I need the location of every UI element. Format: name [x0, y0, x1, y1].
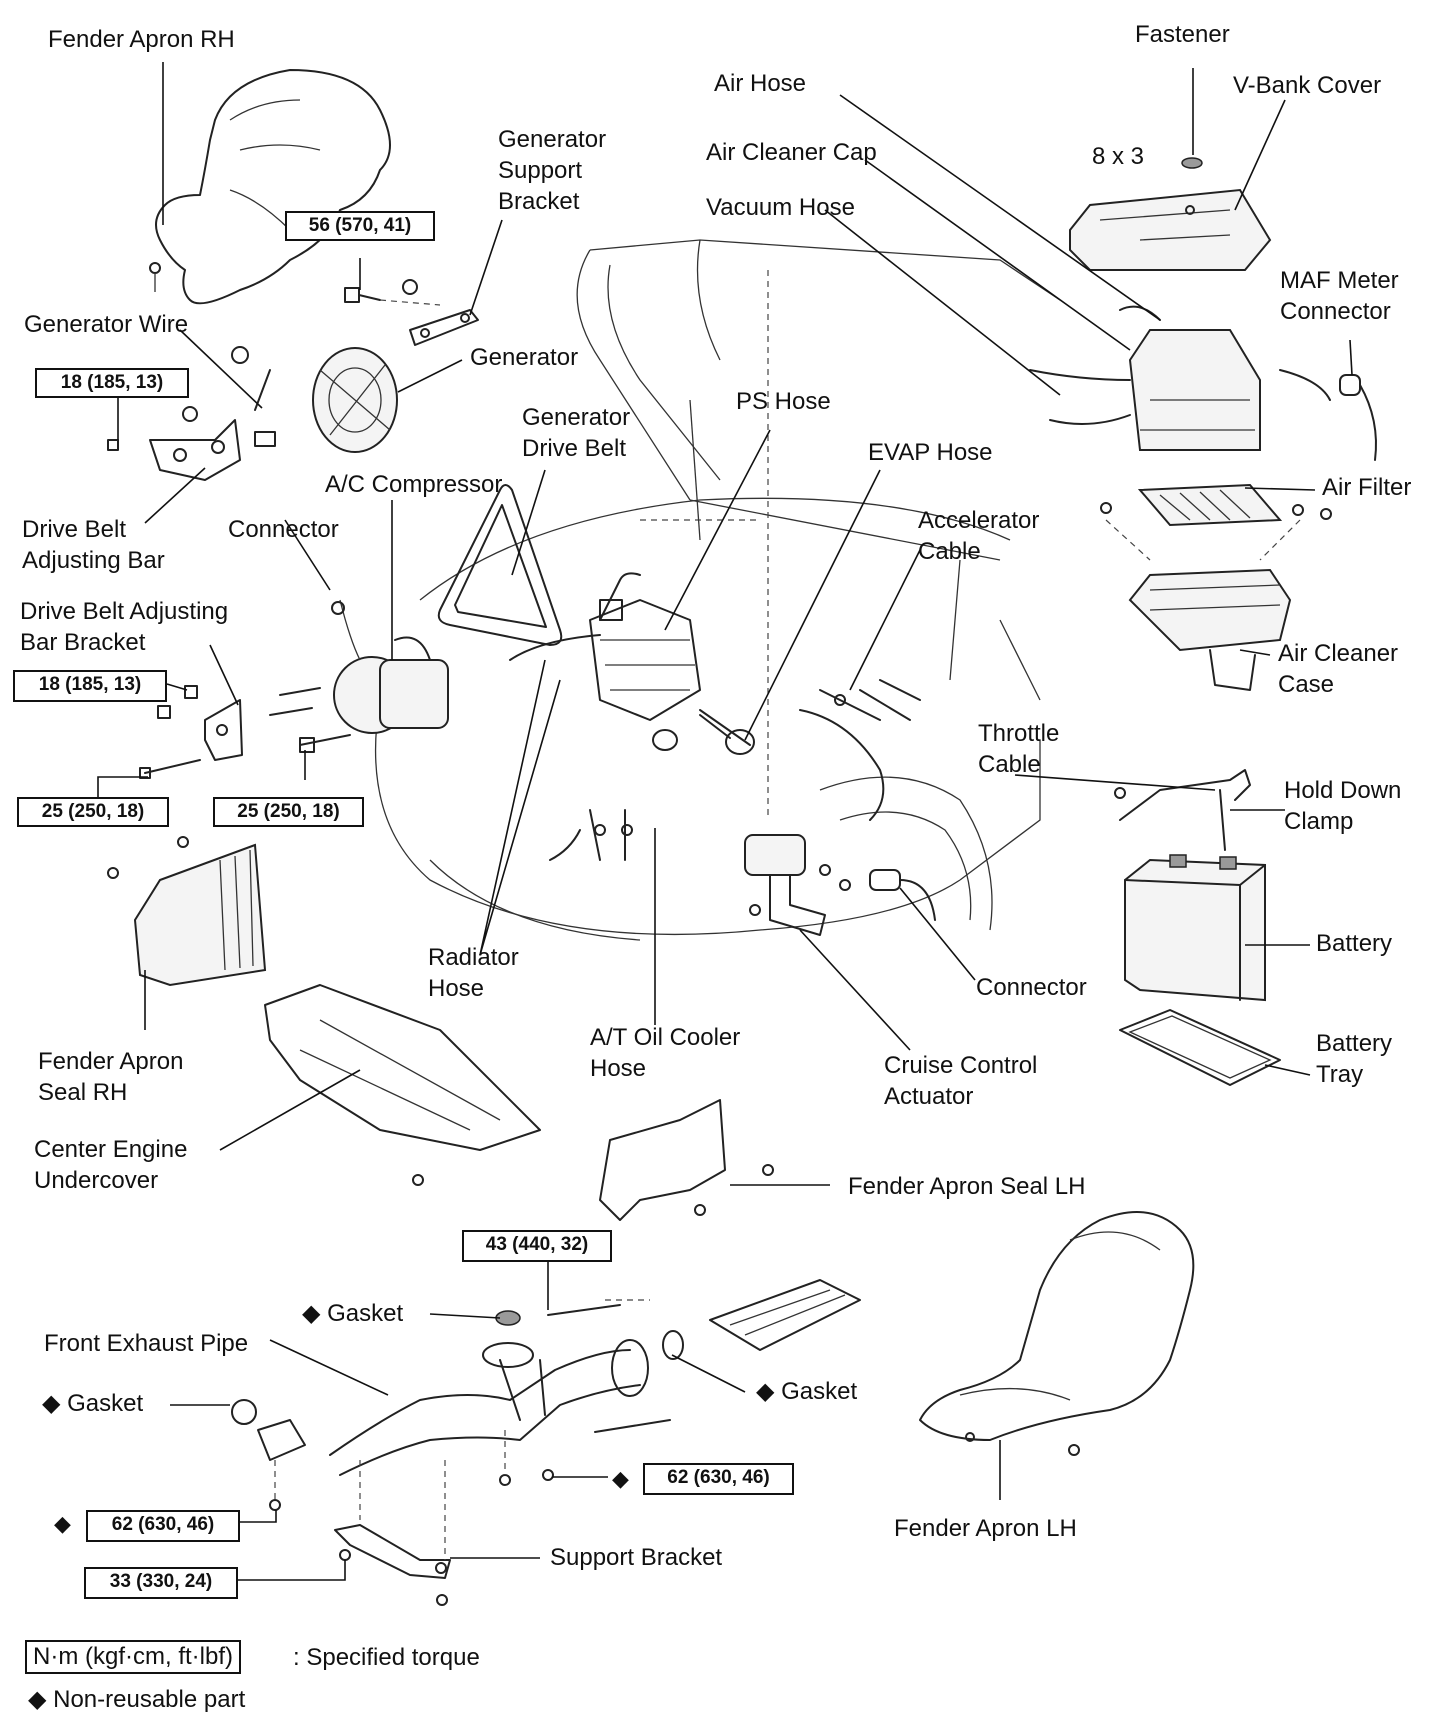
vehicle-body-outline	[374, 239, 1061, 941]
label-connector-right: Connector	[976, 974, 1087, 1001]
label-fender-apron-seal-rh: Fender Apron Seal RH	[38, 1048, 184, 1106]
label-at-oil-cooler-hose: A/T Oil Cooler Hose	[590, 1024, 741, 1082]
torque-62-left: 62 (630, 46)	[86, 1510, 240, 1542]
label-fender-apron-seal-lh: Fender Apron Seal LH	[848, 1173, 1086, 1200]
front-exhaust-pipe-part	[231, 1279, 861, 1476]
label-accelerator-cable: Accelerator Cable	[918, 507, 1040, 565]
battery-part	[1124, 854, 1266, 1002]
label-generator-support-bracket: Generator Support Bracket	[498, 126, 607, 215]
label-cruise-control-actuator: Cruise Control Actuator	[884, 1052, 1038, 1110]
v-bank-cover-part	[1069, 157, 1272, 271]
connector-right-part	[869, 869, 936, 921]
non-reusable-mark-62-right: ◆	[612, 1466, 629, 1491]
label-gasket-right: ◆ Gasket	[756, 1378, 858, 1405]
leader-lines	[97, 62, 1353, 1581]
torque-62-right: 62 (630, 46)	[643, 1463, 794, 1495]
generator-support-bracket-part	[344, 279, 479, 346]
legend-torque-unit-box: N·m (kgf·cm, ft·lbf)	[25, 1640, 241, 1674]
adjusting-bar-bracket-part	[139, 685, 351, 779]
fender-apron-lh-part	[919, 1211, 1195, 1456]
label-front-exhaust-pipe: Front Exhaust Pipe	[44, 1330, 249, 1357]
label-evap-hose: EVAP Hose	[868, 439, 993, 466]
label-throttle-cable: Throttle Cable	[978, 720, 1060, 778]
label-v-bank-cover: V-Bank Cover	[1233, 72, 1382, 99]
air-cleaner-cap-part	[1029, 305, 1377, 461]
label-air-hose: Air Hose	[714, 70, 807, 97]
label-vacuum-hose: Vacuum Hose	[706, 194, 855, 221]
generator-part	[231, 346, 398, 453]
generator-drive-belt-part	[437, 484, 563, 646]
label-generator-wire: Generator Wire	[24, 311, 189, 338]
torque-18-bracket: 18 (185, 13)	[13, 670, 167, 702]
label-ps-hose: PS Hose	[736, 388, 831, 415]
label-gasket-left: ◆ Gasket	[42, 1390, 144, 1417]
battery-tray-part	[1119, 1009, 1281, 1086]
torque-33: 33 (330, 24)	[84, 1567, 238, 1599]
ac-compressor-part	[331, 599, 449, 734]
label-support-bracket: Support Bracket	[550, 1544, 723, 1571]
label-maf-meter-connector: MAF Meter Connector	[1280, 267, 1399, 325]
label-fender-apron-rh: Fender Apron RH	[48, 26, 235, 53]
label-generator: Generator	[470, 344, 579, 371]
label-air-cleaner-cap: Air Cleaner Cap	[706, 139, 877, 166]
label-drive-belt-adjusting-bar: Drive Belt Adjusting Bar	[22, 516, 165, 574]
label-air-filter: Air Filter	[1322, 474, 1412, 501]
label-hold-down-clamp: Hold Down Clamp	[1284, 777, 1402, 835]
support-bracket-part	[269, 1430, 554, 1606]
label-ac-compressor: A/C Compressor	[325, 471, 503, 498]
label-battery-tray: Battery Tray	[1316, 1030, 1393, 1088]
label-air-cleaner-case: Air Cleaner Case	[1278, 640, 1399, 698]
label-center-engine-undercover: Center Engine Undercover	[34, 1136, 188, 1194]
legend-non-reusable-part: ◆ Non-reusable part	[28, 1686, 246, 1713]
fender-apron-seal-rh-part	[107, 836, 267, 987]
label-fastener-quantity: 8 x 3	[1092, 143, 1145, 170]
air-filter-part	[1100, 483, 1332, 561]
label-battery: Battery	[1316, 930, 1393, 957]
drive-belt-adjusting-bar-part	[107, 406, 276, 481]
torque-25-right: 25 (250, 18)	[213, 797, 364, 827]
engine-center-part	[509, 572, 755, 861]
torque-43: 43 (440, 32)	[462, 1230, 612, 1262]
label-fastener: Fastener	[1135, 21, 1230, 48]
non-reusable-mark-62-left: ◆	[54, 1511, 71, 1536]
cruise-control-actuator-part	[744, 834, 851, 936]
fender-apron-rh-part	[149, 69, 391, 305]
label-gasket-top: ◆ Gasket	[302, 1300, 404, 1327]
torque-56: 56 (570, 41)	[285, 211, 435, 241]
hold-down-clamp-part	[1114, 769, 1251, 851]
torque-18-generator: 18 (185, 13)	[35, 368, 189, 398]
fender-apron-seal-lh-part	[599, 1099, 774, 1221]
label-fender-apron-lh: Fender Apron LH	[894, 1515, 1077, 1542]
torque-25-left: 25 (250, 18)	[17, 797, 169, 827]
label-generator-drive-belt: Generator Drive Belt	[522, 404, 631, 462]
label-radiator-hose: Radiator Hose	[428, 944, 519, 1002]
legend-torque-description: : Specified torque	[293, 1644, 480, 1671]
center-engine-undercover-part	[264, 984, 541, 1186]
label-drive-belt-adjusting-bar-bracket: Drive Belt Adjusting Bar Bracket	[20, 598, 229, 656]
air-cleaner-case-part	[1128, 568, 1292, 691]
label-connector-left: Connector	[228, 516, 339, 543]
throttle-accelerator-cable-part	[799, 679, 921, 821]
